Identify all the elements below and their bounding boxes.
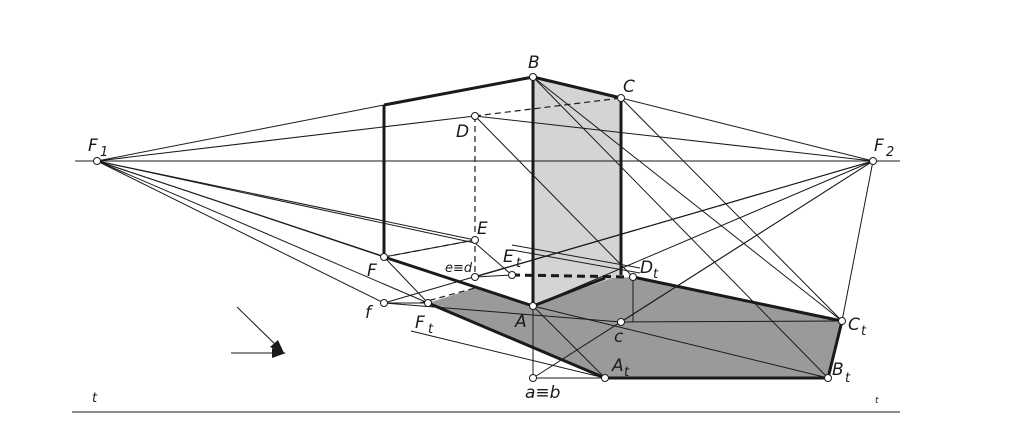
point-c1	[838, 317, 846, 325]
label-f1t: F	[415, 313, 425, 333]
label-f1: F	[88, 136, 98, 156]
label-a-b: a≡b	[525, 383, 560, 403]
label-b1: B	[832, 360, 844, 380]
label-a: A	[514, 312, 527, 332]
point-a	[529, 302, 537, 310]
point-a-b	[529, 374, 537, 382]
point-f-lower	[380, 299, 388, 307]
label-f1t-sub: t	[428, 322, 434, 337]
shadow-outline	[427, 275, 844, 380]
label-c: C	[623, 77, 635, 97]
label-f2-sub: 2	[886, 145, 894, 160]
point-c	[617, 94, 625, 102]
label-b1-sub: t	[845, 371, 851, 386]
point-d1	[629, 273, 637, 281]
point-f2	[869, 157, 877, 165]
box-edges	[382, 75, 623, 308]
label-e: E	[477, 219, 488, 239]
label-t-left: t	[92, 391, 98, 406]
point-b	[529, 73, 537, 81]
point-f1	[93, 157, 101, 165]
label-e1: E	[503, 247, 514, 267]
labels: F 1 F 2 B C D E F e≡d E t D t f F t A c …	[88, 53, 894, 406]
label-d: D	[456, 122, 469, 142]
label-f-lower: f	[365, 303, 374, 323]
construction-lines-f2	[383, 97, 874, 379]
label-a1: A	[611, 356, 624, 376]
label-c1: C	[848, 315, 860, 335]
ground-shadow	[428, 277, 842, 378]
point-e1	[508, 271, 516, 279]
point-a1	[601, 374, 609, 382]
point-e-d	[471, 273, 479, 281]
point-b1	[824, 374, 832, 382]
point-f1t	[424, 299, 432, 307]
label-e1-sub: t	[516, 256, 522, 271]
label-c-lower: c	[614, 327, 624, 347]
label-a1-sub: t	[624, 365, 630, 380]
points	[93, 73, 877, 382]
light-direction-arrows	[231, 306, 286, 358]
label-e-d: e≡d	[445, 261, 473, 276]
point-d	[471, 112, 479, 120]
label-c1-sub: t	[861, 324, 867, 339]
label-t-right: t	[875, 396, 879, 406]
label-d1-sub: t	[653, 267, 659, 282]
label-b: B	[528, 53, 540, 73]
label-d1: D	[640, 258, 653, 278]
label-f2: F	[874, 136, 884, 156]
face-shadow	[533, 77, 621, 306]
label-f1-sub: 1	[100, 145, 108, 160]
point-e	[471, 236, 479, 244]
point-f	[380, 253, 388, 261]
point-c-lower	[617, 318, 625, 326]
label-f: F	[367, 261, 377, 281]
